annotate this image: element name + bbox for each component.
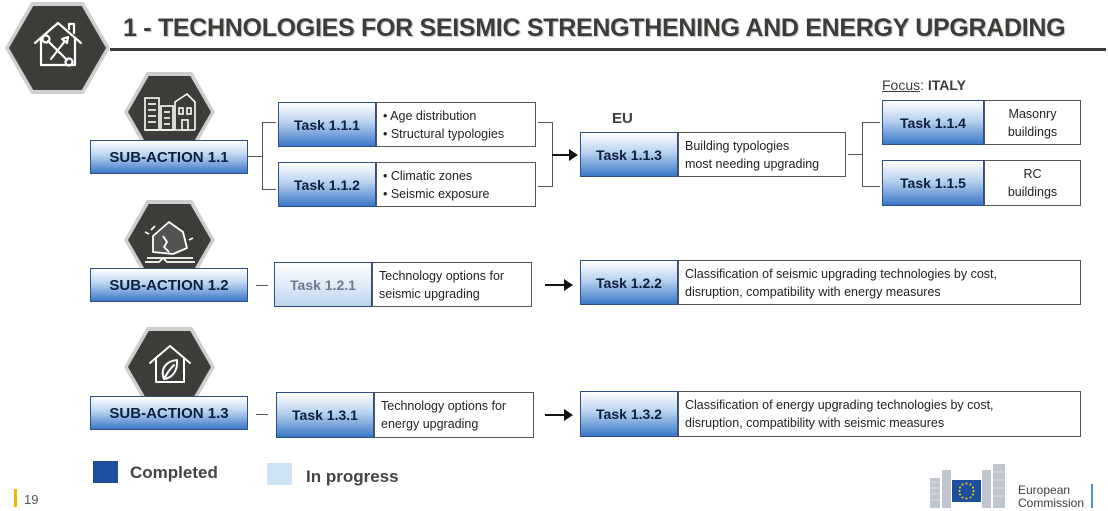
task-1-1-2-description: • Climatic zones• Seismic exposure bbox=[376, 162, 536, 207]
green-house-leaf-icon bbox=[149, 345, 191, 383]
eu-label: EU bbox=[612, 110, 633, 127]
connector bbox=[862, 122, 880, 123]
focus-label: Focus: ITALY bbox=[882, 77, 967, 93]
task-1-2-2-description: Classification of seismic upgrading tech… bbox=[678, 260, 1081, 305]
task-1-1-1-description: • Age distribution• Structural typologie… bbox=[376, 102, 536, 147]
connector bbox=[862, 186, 880, 187]
connector bbox=[538, 186, 552, 187]
task-1-1-4: Task 1.1.4 bbox=[882, 100, 984, 145]
connector bbox=[545, 414, 565, 416]
page-number-bar bbox=[14, 489, 17, 507]
task-1-1-3: Task 1.1.3 bbox=[580, 132, 678, 177]
task-1-1-1: Task 1.1.1 bbox=[278, 102, 376, 147]
connector bbox=[262, 122, 276, 123]
connector bbox=[262, 122, 263, 190]
task-1-3-2-description: Classification of energy upgrading techn… bbox=[678, 391, 1081, 437]
legend-completed-swatch bbox=[93, 461, 118, 483]
task-1-2-2: Task 1.2.2 bbox=[580, 260, 678, 305]
subaction-1-2-box: SUB-ACTION 1.2 bbox=[90, 268, 248, 302]
task-1-2-1: Task 1.2.1 bbox=[274, 262, 372, 307]
connector bbox=[862, 122, 863, 187]
subaction-1-3-box: SUB-ACTION 1.3 bbox=[90, 396, 248, 430]
connector bbox=[262, 189, 276, 190]
connector bbox=[256, 285, 268, 286]
connector bbox=[256, 414, 268, 415]
task-1-3-2: Task 1.3.2 bbox=[580, 391, 678, 437]
house-tools-icon bbox=[33, 21, 83, 67]
connector bbox=[848, 154, 862, 155]
task-1-3-1: Task 1.3.1 bbox=[276, 392, 374, 438]
subaction-1-1-box: SUB-ACTION 1.1 bbox=[90, 140, 248, 174]
connector bbox=[552, 154, 570, 156]
arrow-right-icon bbox=[569, 149, 578, 161]
page-title: 1 - TECHNOLOGIES FOR SEISMIC STRENGTHENI… bbox=[123, 14, 1066, 42]
european-commission-logo bbox=[930, 464, 1005, 508]
arrow-right-icon bbox=[564, 279, 573, 291]
legend-in-progress-label: In progress bbox=[306, 467, 399, 486]
legend-in-progress-swatch bbox=[267, 463, 292, 485]
legend-completed-label: Completed bbox=[130, 463, 218, 482]
ec-logo-text: European Commission bbox=[1018, 483, 1085, 510]
task-1-1-2: Task 1.1.2 bbox=[278, 162, 376, 207]
buildings-icon bbox=[144, 92, 196, 131]
title-underline bbox=[110, 48, 1106, 51]
page-number: 19 bbox=[24, 492, 39, 507]
connector bbox=[248, 156, 262, 157]
arrow-right-icon bbox=[564, 409, 573, 421]
earthquake-damaged-house-icon bbox=[144, 221, 195, 263]
ec-logo-accent-bar bbox=[1091, 484, 1093, 508]
connector bbox=[545, 284, 565, 286]
task-1-1-5: Task 1.1.5 bbox=[882, 160, 984, 206]
connector bbox=[538, 122, 552, 123]
